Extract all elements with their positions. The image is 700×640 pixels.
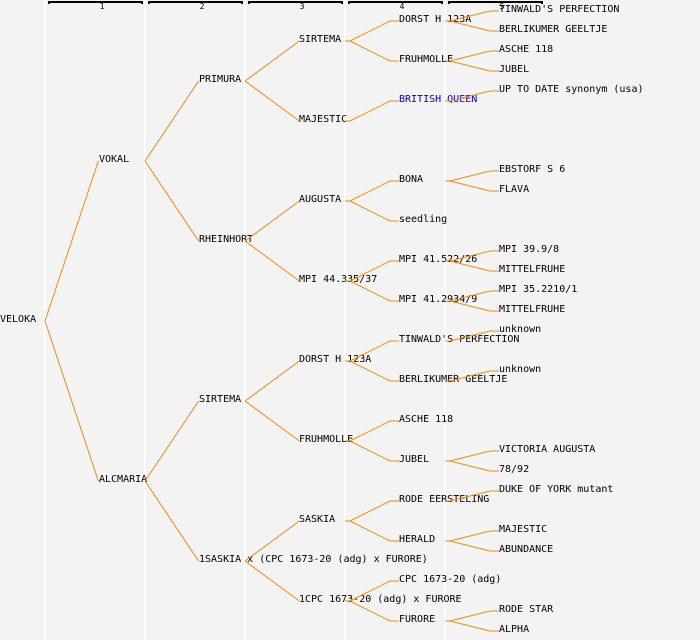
pedigree-node[interactable]: UP TO DATE synonym (usa) — [499, 84, 644, 95]
pedigree-link — [144, 480, 200, 562]
column-separator — [344, 0, 346, 640]
pedigree-link — [445, 610, 499, 622]
pedigree-link — [144, 160, 200, 242]
pedigree-node[interactable]: BERLIKUMER GEELTJE — [399, 374, 508, 385]
pedigree-node[interactable]: 1SASKIA x (CPC 1673-20 (adg) x FURORE) — [199, 554, 428, 565]
pedigree-node[interactable]: PRIMURA — [199, 74, 242, 85]
generation-label-4: 4 — [399, 2, 405, 11]
generation-bracket-4 — [348, 1, 443, 4]
pedigree-node[interactable]: 78/92 — [499, 464, 530, 475]
pedigree-link — [345, 200, 399, 222]
pedigree-node[interactable]: FRUHMOLLE — [299, 434, 354, 445]
pedigree-node[interactable]: AUGUSTA — [299, 194, 342, 205]
pedigree-node[interactable]: MPI 41.522/26 — [399, 254, 478, 265]
pedigree-node[interactable]: MPI 44.335/37 — [299, 274, 378, 285]
pedigree-link — [244, 240, 300, 282]
pedigree-link — [445, 180, 499, 192]
pedigree-node[interactable]: JUBEL — [399, 454, 430, 465]
pedigree-link — [445, 540, 499, 552]
pedigree-node[interactable]: MAJESTIC — [499, 524, 548, 535]
pedigree-link — [345, 100, 399, 122]
pedigree-node[interactable]: SIRTEMA — [299, 34, 342, 45]
column-separator — [244, 0, 246, 640]
generation-label-2: 2 — [199, 2, 205, 11]
pedigree-node[interactable]: FLAVA — [499, 184, 530, 195]
pedigree-link — [144, 400, 200, 482]
pedigree-node[interactable]: EBSTORF S 6 — [499, 164, 566, 175]
pedigree-link — [44, 320, 100, 482]
pedigree-link — [445, 170, 499, 182]
column-separator — [444, 0, 446, 640]
pedigree-node[interactable]: MPI 41.2934/9 — [399, 294, 478, 305]
pedigree-link — [345, 40, 399, 62]
column-separator — [44, 0, 46, 640]
pedigree-root[interactable]: VELOKA — [0, 314, 37, 325]
pedigree-node[interactable]: BRITISH QUEEN — [399, 94, 478, 105]
generation-bracket-5 — [448, 1, 543, 4]
pedigree-link — [244, 560, 300, 602]
pedigree-link — [244, 80, 300, 122]
pedigree-node[interactable]: CPC 1673-20 (adg) — [399, 574, 502, 585]
pedigree-node[interactable]: MPI 35.2210/1 — [499, 284, 578, 295]
pedigree-link — [345, 500, 399, 522]
generation-bracket-1 — [48, 1, 143, 4]
pedigree-node[interactable]: seedling — [399, 214, 448, 225]
pedigree-node[interactable]: BERLIKUMER GEELTJE — [499, 24, 608, 35]
pedigree-node[interactable]: 1CPC 1673-20 (adg) x FURORE — [299, 594, 462, 605]
pedigree-node[interactable]: RODE EERSTELING — [399, 494, 490, 505]
pedigree-node[interactable]: VOKAL — [99, 154, 130, 165]
pedigree-link — [244, 360, 300, 402]
pedigree-node[interactable]: DUKE OF YORK mutant — [499, 484, 614, 495]
pedigree-node[interactable]: DORST H 123A — [299, 354, 372, 365]
pedigree-node[interactable]: TINWALD'S PERFECTION — [499, 4, 620, 15]
pedigree-node[interactable]: ASCHE 118 — [499, 44, 554, 55]
pedigree-link — [445, 450, 499, 462]
pedigree-link — [44, 160, 100, 322]
pedigree-node[interactable]: ALPHA — [499, 624, 530, 635]
pedigree-link — [345, 180, 399, 202]
pedigree-node[interactable]: unknown — [499, 364, 542, 375]
column-separator — [144, 0, 146, 640]
pedigree-node[interactable]: FURORE — [399, 614, 436, 625]
pedigree-node[interactable]: VICTORIA AUGUSTA — [499, 444, 596, 455]
pedigree-node[interactable]: MPI 39.9/8 — [499, 244, 560, 255]
pedigree-node[interactable]: MITTELFRUHE — [499, 264, 566, 275]
pedigree-node[interactable]: ALCMARIA — [99, 474, 148, 485]
pedigree-node[interactable]: JUBEL — [499, 64, 530, 75]
pedigree-node[interactable]: ABUNDANCE — [499, 544, 554, 555]
pedigree-node[interactable]: MAJESTIC — [299, 114, 348, 125]
pedigree-node[interactable]: HERALD — [399, 534, 436, 545]
pedigree-link — [345, 20, 399, 42]
pedigree-link — [445, 460, 499, 472]
generation-label-3: 3 — [299, 2, 305, 11]
pedigree-link — [345, 520, 399, 542]
pedigree-link — [445, 620, 499, 632]
pedigree-node[interactable]: RHEINHORT — [199, 234, 254, 245]
pedigree-node[interactable]: BONA — [399, 174, 424, 185]
pedigree-link — [144, 80, 200, 162]
pedigree-link — [445, 530, 499, 542]
pedigree-link — [244, 400, 300, 442]
pedigree-node[interactable]: ASCHE 118 — [399, 414, 454, 425]
generation-bracket-2 — [148, 1, 243, 4]
pedigree-node[interactable]: FRUHMOLLE — [399, 54, 454, 65]
generation-label-1: 1 — [99, 2, 105, 11]
pedigree-node[interactable]: MITTELFRUHE — [499, 304, 566, 315]
pedigree-link — [244, 40, 300, 82]
pedigree-node[interactable]: RODE STAR — [499, 604, 554, 615]
generation-bracket-3 — [248, 1, 343, 4]
pedigree-node[interactable]: unknown — [499, 324, 542, 335]
generation-label-5: 5 — [499, 2, 505, 11]
pedigree-node[interactable]: SASKIA — [299, 514, 336, 525]
pedigree-node[interactable]: SIRTEMA — [199, 394, 242, 405]
pedigree-node[interactable]: DORST H 123A — [399, 14, 472, 25]
